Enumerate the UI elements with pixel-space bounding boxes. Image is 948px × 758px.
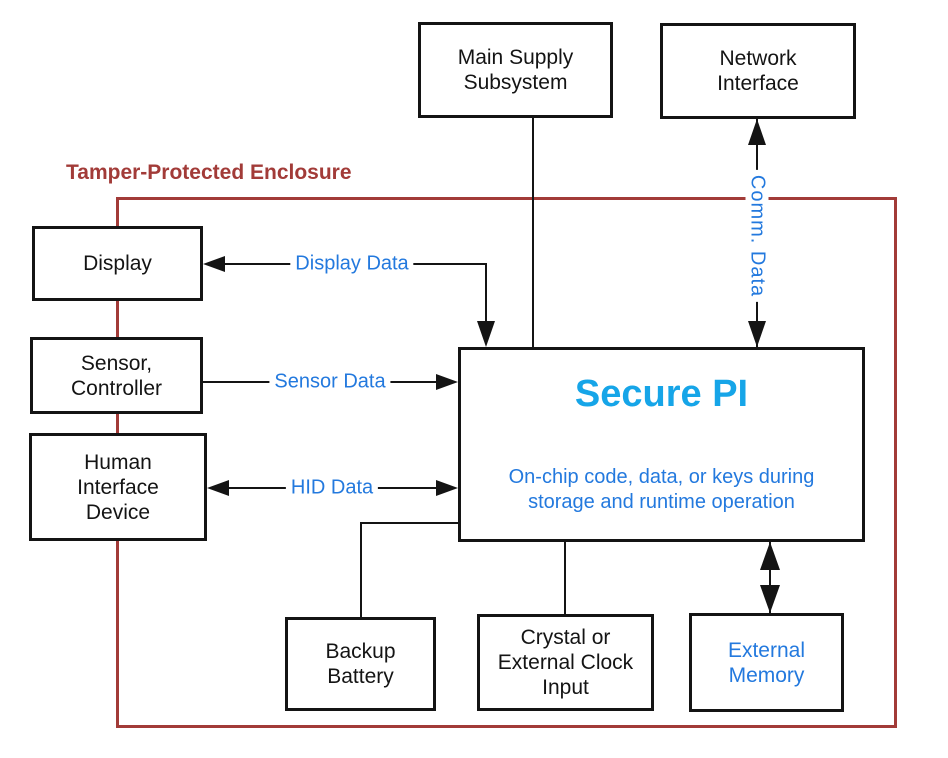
node-main-supply-subsystem: Main Supply Subsystem [418, 22, 613, 118]
node-human-interface-device: Human Interface Device [29, 433, 207, 541]
node-network-interface: Network Interface [660, 23, 856, 119]
node-label: Sensor, [80, 351, 153, 375]
connector-main-supply-to-secure-pi [532, 118, 534, 347]
arrowhead-sensor-data-right [436, 374, 458, 390]
arrowhead-comm-data-up [748, 119, 766, 145]
arrowhead-comm-data-down [748, 321, 766, 347]
node-label: Backup [325, 640, 396, 663]
node-label: Main Supply [457, 46, 574, 69]
node-label: Controller [70, 376, 163, 400]
secure-pi-description-line: On-chip code, data, or keys during [508, 466, 815, 488]
node-label: Human [84, 450, 152, 474]
edge-label-hid-data: HID Data [285, 476, 379, 500]
node-backup-battery: Backup Battery [285, 617, 436, 711]
edge-label-comm-data: Comm. Data [745, 169, 769, 303]
node-label: Interface [77, 475, 159, 499]
secure-pi-title: Secure PI [574, 373, 749, 415]
node-label: Memory [728, 663, 805, 687]
arrowhead-hid-data-left [207, 480, 229, 496]
node-label: Device [85, 500, 151, 524]
node-label: Subsystem [463, 71, 568, 94]
node-label: Interface [717, 72, 799, 95]
node-sensor-controller: Sensor, Controller [30, 337, 203, 414]
node-display: Display [32, 226, 203, 301]
node-external-memory: External Memory [689, 613, 844, 712]
node-label: External Clock [497, 651, 634, 674]
connector-external-memory [769, 542, 771, 613]
connector-backup-battery-horizontal [360, 522, 458, 524]
node-label: Display [83, 252, 152, 275]
node-label: Network [719, 47, 797, 70]
node-secure-pi: Secure PI On-chip code, data, or keys du… [458, 347, 865, 542]
arrowhead-display-data-left [203, 256, 225, 272]
connector-backup-battery-vertical [360, 523, 362, 617]
node-crystal-clock-input: Crystal or External Clock Input [477, 614, 654, 711]
node-label: Input [542, 676, 589, 699]
arrowhead-display-data-down [477, 321, 495, 347]
node-label: Crystal or [520, 626, 611, 649]
arrowhead-external-memory-down [760, 585, 780, 613]
node-label: External [727, 638, 806, 662]
connector-display-data-vertical [485, 263, 487, 325]
arrowhead-external-memory-up [760, 542, 780, 570]
edge-label-sensor-data: Sensor Data [269, 370, 391, 394]
secure-pi-description: On-chip code, data, or keys during stora… [461, 465, 862, 515]
node-label: Battery [327, 665, 394, 688]
tamper-enclosure-label: Tamper-Protected Enclosure [66, 161, 352, 184]
arrowhead-hid-data-right [436, 480, 458, 496]
edge-label-display-data: Display Data [290, 252, 414, 276]
connector-crystal-clock [564, 542, 566, 614]
secure-pi-description-line: storage and runtime operation [528, 491, 795, 513]
